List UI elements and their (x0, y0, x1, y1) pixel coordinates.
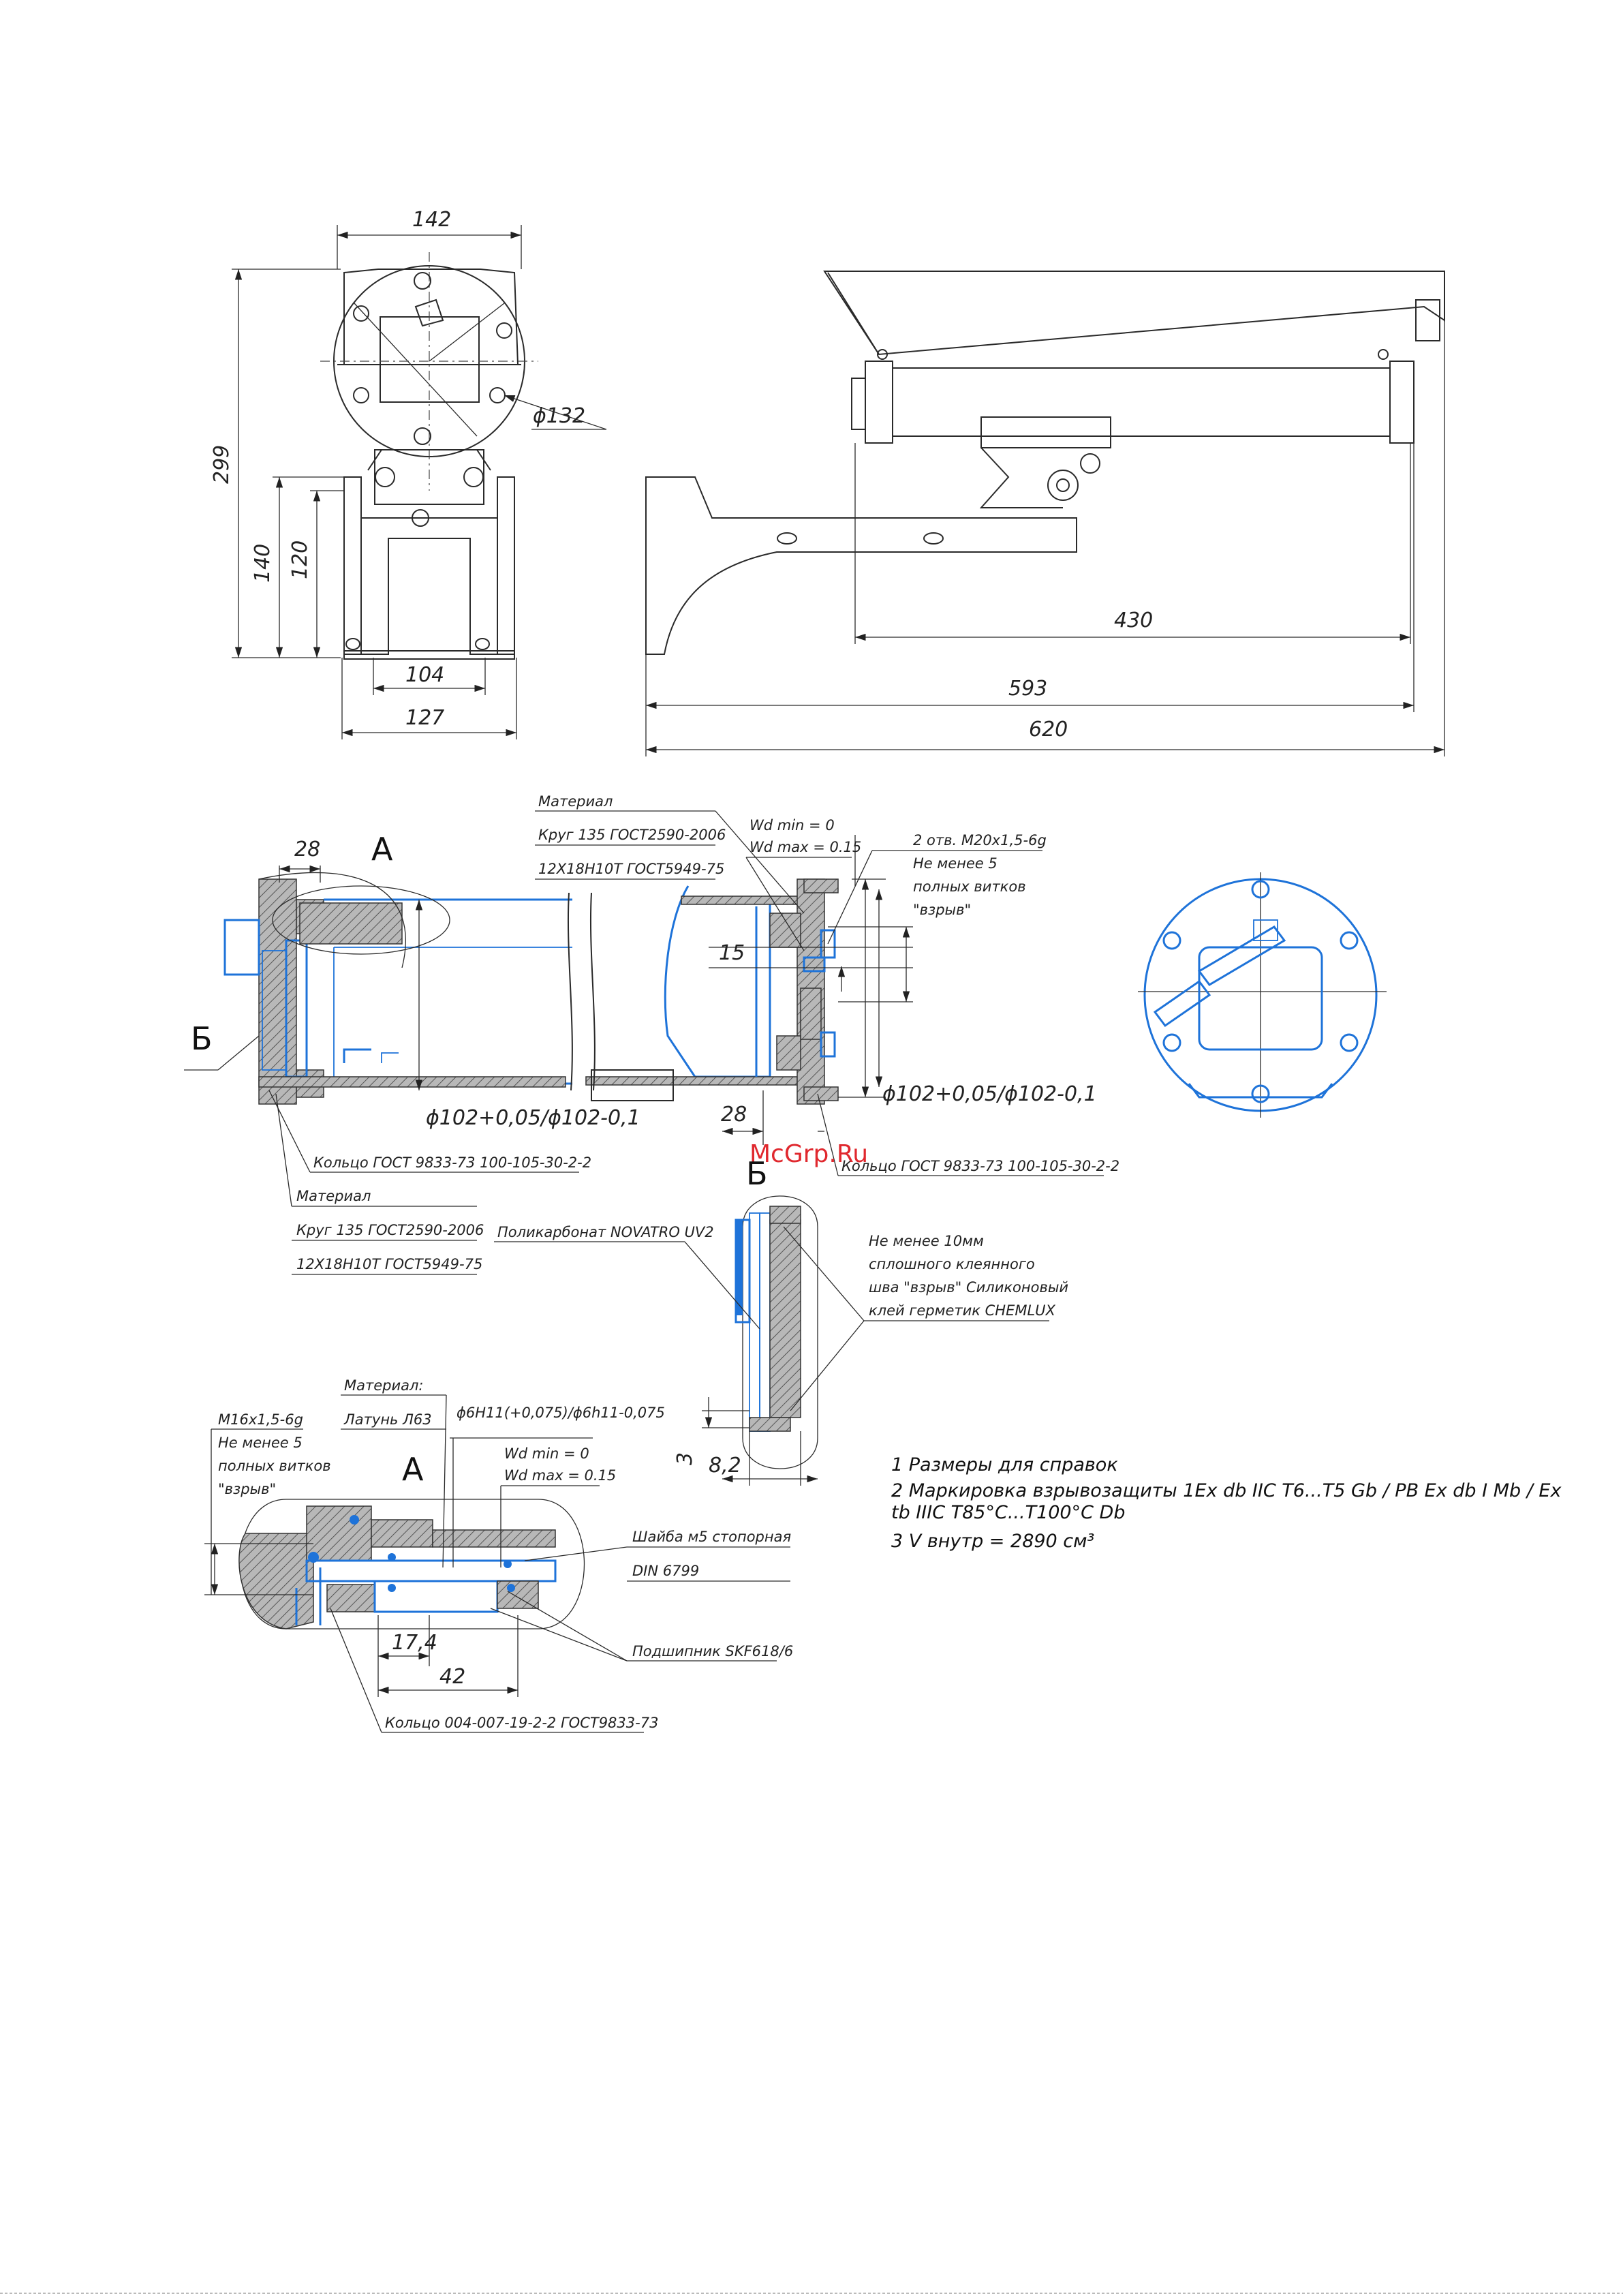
dim-d102-right: ϕ102+0,05/ϕ102-0,1 (882, 1082, 1097, 1106)
footnote-1: 1 Размеры для справок (891, 1454, 1118, 1475)
dim-15: 15 (719, 941, 745, 965)
section-mark-b-left: Б (191, 1020, 213, 1057)
note-thread2-line1: М16х1,5-6g (218, 1411, 303, 1428)
dim-28a: 28 (294, 838, 320, 861)
note-thread2-line3: полных витков (218, 1458, 331, 1474)
dim-8-2: 8,2 (709, 1454, 741, 1478)
note-ring-small: Кольцо 004-007-19-2-2 ГОСТ9833-73 (385, 1715, 658, 1731)
end-view (1138, 872, 1387, 1118)
dim-593: 593 (1008, 677, 1047, 701)
footnote-2b: tb IIIC T85°C...T100°C Db (891, 1502, 1125, 1523)
section-view: А Б 28 ϕ102+0,05/ϕ102-0,1 28 15 ϕ102+0,0… (184, 793, 1119, 1275)
detail-b: Б Поликарбонат NOVATRO UV2 Не менее 10мм… (494, 1155, 1068, 1486)
note-material1-label: Материал (538, 793, 613, 810)
dim-17-4: 17,4 (392, 1631, 437, 1655)
note-ring-right: Кольцо ГОСТ 9833-73 100-105-30-2-2 (841, 1158, 1119, 1174)
footnote-3: 3 V внутр = 2890 см³ (891, 1531, 1094, 1552)
note-bearing: Подшипник SKF618/6 (632, 1643, 793, 1659)
dim-42: 42 (439, 1665, 465, 1689)
note-polycarbonate: Поликарбонат NOVATRO UV2 (497, 1224, 714, 1240)
dim-299: 299 (210, 445, 234, 484)
dim-3: 3 (673, 1452, 697, 1465)
note-wd-min2: Wd min = 0 (504, 1445, 589, 1462)
note-material3-line1: Латунь Л63 (343, 1411, 432, 1428)
note-thread2-line2: Не менее 5 (218, 1435, 303, 1451)
dim-d6h11: ϕ6H11(+0,075)/ϕ6h11-0,075 (457, 1405, 665, 1421)
note-thread2-line4: "взрыв" (218, 1481, 276, 1497)
note-material2-line2: 12Х18Н10Т ГОСТ5949-75 (296, 1256, 482, 1272)
note-wd-max2: Wd max = 0.15 (504, 1467, 616, 1484)
footnote-2a: 2 Маркировка взрывозащиты 1Ex db IIC T6.… (891, 1480, 1562, 1501)
front-view: 142 299 140 120 104 127 ϕ132 (210, 208, 607, 739)
footnotes: 1 Размеры для справок 2 Маркировка взрыв… (891, 1454, 1562, 1552)
section-mark-a-top: А (371, 831, 393, 868)
dim-28b: 28 (721, 1103, 747, 1127)
dim-140: 140 (251, 544, 275, 583)
note-ring-left: Кольцо ГОСТ 9833-73 100-105-30-2-2 (313, 1154, 591, 1171)
note-thread1-line2: Не менее 5 (913, 855, 998, 872)
note-wd-min1: Wd min = 0 (749, 817, 835, 833)
note-washer: Шайба м5 стопорная (632, 1529, 791, 1545)
dim-430: 430 (1114, 609, 1153, 632)
note-glue-line4: клей герметик CHEMLUX (869, 1302, 1056, 1319)
side-view: 430 593 620 (645, 271, 1445, 756)
dim-d132: ϕ132 (533, 404, 585, 428)
note-glue-line1: Не менее 10мм (869, 1233, 984, 1249)
note-material1-line1: Круг 135 ГОСТ2590-2006 (538, 827, 726, 843)
note-material3-label: Материал: (344, 1377, 423, 1394)
note-thread1-line4: "взрыв" (913, 902, 971, 918)
dim-620: 620 (1029, 718, 1068, 741)
section-mark-b-detail: Б (746, 1155, 768, 1192)
note-glue-line2: сплошного клеянного (869, 1256, 1035, 1272)
section-mark-a-detail: А (402, 1451, 424, 1488)
dim-d102-left: ϕ102+0,05/ϕ102-0,1 (426, 1106, 640, 1130)
note-material2-label: Материал (296, 1188, 371, 1204)
note-thread1-line1: 2 отв. М20х1,5-6g (913, 832, 1047, 848)
watermark: McGrp.Ru (749, 1140, 868, 1168)
note-din: DIN 6799 (632, 1563, 699, 1579)
note-thread1-line3: полных витков (913, 878, 1026, 895)
note-wd-max1: Wd max = 0.15 (749, 839, 861, 855)
dim-104: 104 (405, 663, 444, 687)
detail-a: А Материал: Латунь Л63 ϕ6H11(+0,075)/ϕ6h… (204, 1377, 793, 1733)
dim-127: 127 (405, 706, 444, 730)
note-glue-line3: шва "взрыв" Силиконовый (869, 1279, 1068, 1296)
note-material2-line1: Круг 135 ГОСТ2590-2006 (296, 1222, 484, 1238)
dim-120: 120 (288, 540, 312, 579)
note-material1-line2: 12Х18Н10Т ГОСТ5949-75 (538, 861, 724, 877)
dim-142: 142 (412, 208, 451, 232)
